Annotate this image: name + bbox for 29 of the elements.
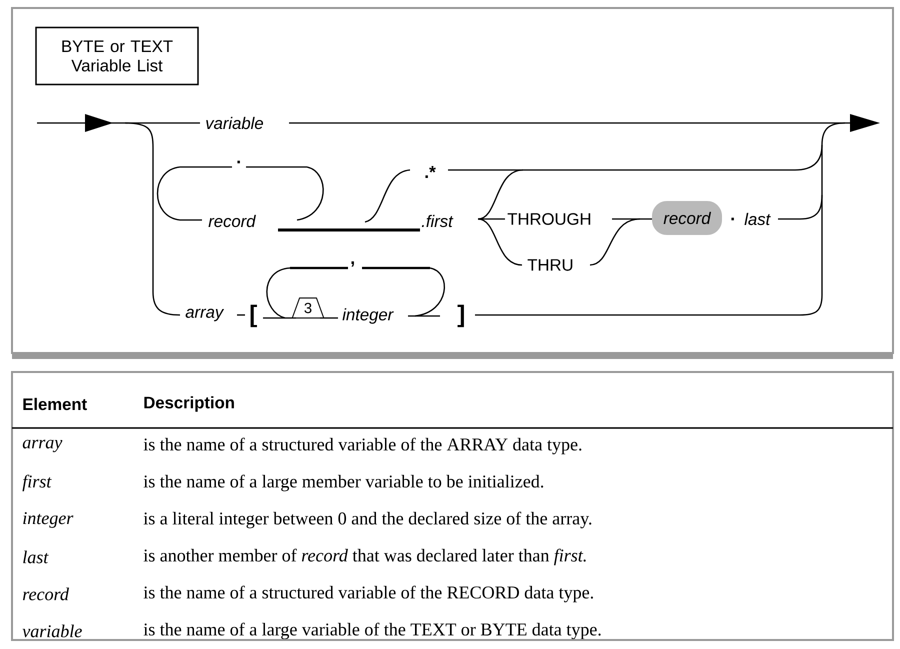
bracket-symbol: [ — [250, 304, 257, 328]
keyword: THROUGH — [508, 213, 590, 225]
table-cell: is the name of a structured variable of the ARRAY data type. — [144, 438, 582, 454]
syntax-term: last — [744, 212, 771, 226]
syntax-term: variable — [206, 116, 264, 130]
syntax-term: .first — [422, 214, 454, 228]
separator-symbol: , — [351, 261, 354, 267]
syntax-term: record — [208, 214, 256, 228]
table-cell: variable — [22, 624, 82, 638]
table-cell: first — [22, 474, 52, 492]
bracket-symbol: ] — [458, 304, 464, 328]
table-cell: is the name of a large member variable to be initialized. — [144, 474, 544, 492]
syntax-term: integer — [342, 308, 394, 324]
table-cell: last — [23, 550, 49, 564]
separator-symbol: . — [237, 160, 240, 164]
syntax-term: .* — [425, 166, 436, 178]
table-cell: array — [22, 440, 62, 452]
title-box: BYTE or TEXT Variable List — [35, 26, 199, 86]
table-cell: is the name of a large variable of the TEXT or BYTE data type. — [144, 622, 601, 640]
keyword: THRU — [528, 259, 572, 271]
column-header: Element — [23, 398, 87, 410]
table-cell: is another member of record that was declared later than first. — [144, 548, 586, 566]
syntax-term: array — [186, 308, 224, 322]
syntax-segment-pill: record — [652, 201, 722, 235]
table-cell: integer — [23, 512, 74, 528]
table-cell: is a literal integer between 0 and the declared size of the array. — [144, 512, 592, 528]
column-header: Description — [144, 396, 234, 412]
table-cell: is the name of a structured variable of the RECORD data type. — [144, 586, 593, 602]
table-cell: record — [23, 588, 69, 600]
